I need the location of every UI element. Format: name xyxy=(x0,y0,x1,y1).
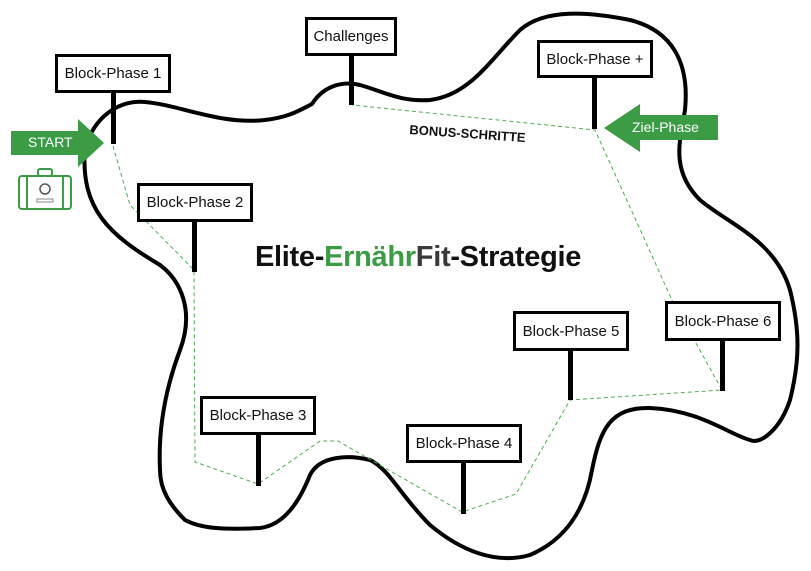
sign-label: Block-Phase 5 xyxy=(522,322,620,340)
title-part-elite: Elite- xyxy=(255,241,325,273)
sign-phase-5[interactable]: Block-Phase 5 xyxy=(513,311,629,351)
sign-label: Block-Phase 4 xyxy=(415,435,513,452)
sign-post-phase-1 xyxy=(111,92,116,144)
diagram-title: Elite-ErnährFit-Strategie xyxy=(255,241,581,274)
sign-post-phase-2 xyxy=(192,221,197,272)
sign-post-phase-5 xyxy=(568,350,573,400)
sign-label: Block-Phase 6 xyxy=(674,312,772,330)
sign-post-phase-6 xyxy=(720,340,725,391)
sign-label: Challenges xyxy=(313,28,389,45)
start-arrow[interactable] xyxy=(11,119,104,167)
sign-label: Block-Phase 1 xyxy=(64,65,162,82)
title-part-strategie: -Strategie xyxy=(450,241,582,273)
sign-label: Block-Phase + xyxy=(546,50,644,68)
island-outline xyxy=(82,11,800,561)
goal-label: Ziel-Phase xyxy=(632,119,699,135)
sign-phase-4[interactable]: Block-Phase 4 xyxy=(406,424,522,463)
goal-arrow[interactable] xyxy=(604,104,718,152)
sign-post-phase-plus xyxy=(592,77,597,129)
suitcase-fitness-icon xyxy=(18,168,72,210)
title-part-fit: Fit xyxy=(415,241,451,273)
sign-phase-plus[interactable]: Block-Phase + xyxy=(537,40,653,78)
start-label: START xyxy=(28,134,73,150)
sign-phase-2[interactable]: Block-Phase 2 xyxy=(137,183,253,222)
sign-phase-1[interactable]: Block-Phase 1 xyxy=(55,54,171,93)
sign-phase-6[interactable]: Block-Phase 6 xyxy=(665,301,781,341)
sign-phase-3[interactable]: Block-Phase 3 xyxy=(200,396,316,435)
sign-post-phase-3 xyxy=(256,434,261,486)
sign-challenges[interactable]: Challenges xyxy=(305,17,397,56)
sign-label: Block-Phase 3 xyxy=(209,407,307,424)
sign-label: Block-Phase 2 xyxy=(146,194,244,211)
title-part-ernaehr: Ernähr xyxy=(324,241,416,273)
sign-post-phase-4 xyxy=(461,462,466,514)
sign-post-challenges xyxy=(349,55,354,105)
